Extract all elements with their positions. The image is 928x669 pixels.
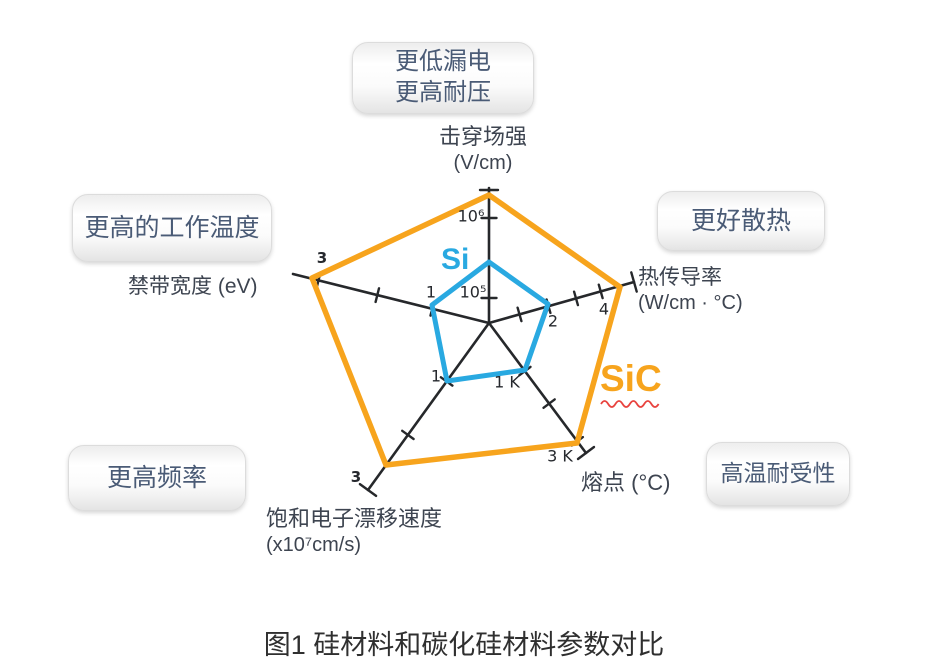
callout-bottom-right-label: 高温耐受性: [720, 460, 836, 487]
callout-top-line1: 更低漏电: [395, 48, 491, 76]
axis-lines: [291, 186, 636, 492]
tick-breakdown-1e5: 10⁵: [459, 282, 487, 302]
axis-label-melting: 熔点 (°C): [581, 470, 671, 495]
axis-label-bandgap: 禁带宽度 (eV): [128, 275, 258, 298]
axis-label-breakdown: 击穿场强 (V/cm): [383, 124, 583, 175]
axis-label-breakdown-title: 击穿场强: [438, 124, 527, 149]
callout-left: 更高的工作温度: [72, 194, 272, 262]
callout-bottom-left: 更高频率: [68, 445, 246, 511]
callout-right-label: 更好散热: [690, 207, 791, 235]
series-label-sic: SiC: [600, 358, 662, 399]
tick-thermal-4: 4: [598, 299, 610, 319]
axis-ticks: [315, 188, 638, 498]
tick-breakdown-1e6: 10⁶: [457, 206, 485, 226]
tick-melting-1k: 1 K: [494, 372, 520, 392]
axis-label-thermal: 热传导率 (W/cm · °C): [638, 265, 743, 315]
figure-caption: 图1 硅材料和碳化硅材料参数对比: [263, 630, 665, 660]
tick-melting-3k: 3 K: [547, 446, 573, 466]
series-label-si: Si: [441, 243, 470, 276]
tick-drift-3: 3: [350, 468, 362, 486]
tick-bandgap-1: 1: [425, 282, 437, 302]
axis-melting: [487, 321, 588, 455]
axis-label-breakdown-unit: (V/cm): [453, 151, 513, 174]
axis-thermal: [487, 280, 636, 325]
axis-label-drift-unit: (x10⁷cm/s): [266, 533, 362, 556]
axis-label-thermal-unit: (W/cm · °C): [638, 291, 743, 314]
tick-bandgap-3: 3: [316, 249, 328, 267]
callout-bottom-right: 高温耐受性: [706, 442, 850, 506]
callout-top-line2: 更高耐压: [395, 79, 491, 106]
sic-polygon: [309, 192, 623, 468]
tick-drift-1: 1: [430, 366, 442, 386]
callout-top: 更低漏电 更高耐压: [352, 42, 534, 114]
axis-bandgap: [291, 272, 491, 325]
callout-bottom-left-label: 更高频率: [106, 464, 207, 492]
sic-spellcheck-squiggle-icon: [600, 400, 660, 408]
axis-label-drift-title: 饱和电子漂移速度: [266, 506, 443, 531]
callout-right: 更好散热: [657, 191, 825, 251]
tick-thermal-2: 2: [547, 311, 559, 331]
axis-label-thermal-title: 热传导率: [638, 266, 722, 289]
si-polygon: [429, 259, 551, 384]
callout-left-label: 更高的工作温度: [84, 214, 260, 242]
axis-label-drift: 饱和电子漂移速度 (x10⁷cm/s): [266, 506, 442, 557]
